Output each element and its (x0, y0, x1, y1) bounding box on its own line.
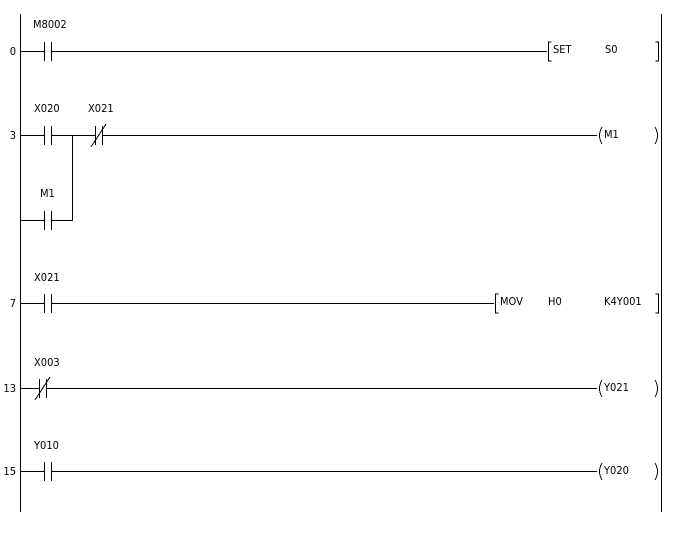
coil-left (599, 379, 603, 398)
coil-right (654, 462, 658, 481)
branch-no-contact (44, 211, 52, 230)
instruction-arg: H0 (548, 295, 562, 308)
instruction-op: MOV (500, 295, 523, 308)
coil-left (599, 126, 603, 145)
rung-7[interactable]: 7 X021 MOV H0 K4Y001 (10, 271, 659, 314)
step-number: 0 (10, 45, 16, 58)
step-number: 3 (10, 129, 16, 142)
instruction-arg: K4Y001 (604, 295, 642, 308)
step-number: 13 (3, 382, 16, 395)
coil-right (654, 379, 658, 398)
instruction-bracket-left (548, 41, 552, 62)
instruction-bracket-left (495, 293, 499, 314)
rung-15[interactable]: 15 Y010 Y020 (3, 439, 658, 481)
rung-0[interactable]: 0 M8002 SET S0 (10, 18, 659, 62)
coil-label: M1 (604, 128, 619, 141)
instruction-arg: S0 (605, 43, 618, 56)
nc-contact (90, 123, 107, 148)
no-contact (44, 42, 52, 61)
instruction-op: SET (553, 43, 573, 56)
no-contact (44, 462, 52, 481)
step-number: 15 (3, 465, 16, 478)
instruction-bracket-right (655, 41, 659, 62)
contact-label: X021 (88, 102, 114, 115)
coil-label: Y020 (603, 464, 629, 477)
nc-contact (34, 376, 51, 401)
contact-label: X021 (34, 271, 60, 284)
coil-label: Y021 (603, 381, 629, 394)
coil-left (599, 462, 603, 481)
contact-label: X020 (34, 102, 60, 115)
no-contact (44, 126, 52, 145)
step-number: 7 (10, 297, 16, 310)
branch-contact-label: M1 (40, 187, 55, 200)
no-contact (44, 294, 52, 313)
contact-label: Y010 (33, 439, 59, 452)
instruction-bracket-right (655, 293, 659, 314)
contact-label: M8002 (33, 18, 67, 31)
coil-right (654, 126, 658, 145)
rung-13[interactable]: 13 X003 Y021 (3, 356, 658, 401)
rung-3[interactable]: 3 X020 X021 M1 M1 (10, 102, 658, 230)
contact-label: X003 (34, 356, 60, 369)
